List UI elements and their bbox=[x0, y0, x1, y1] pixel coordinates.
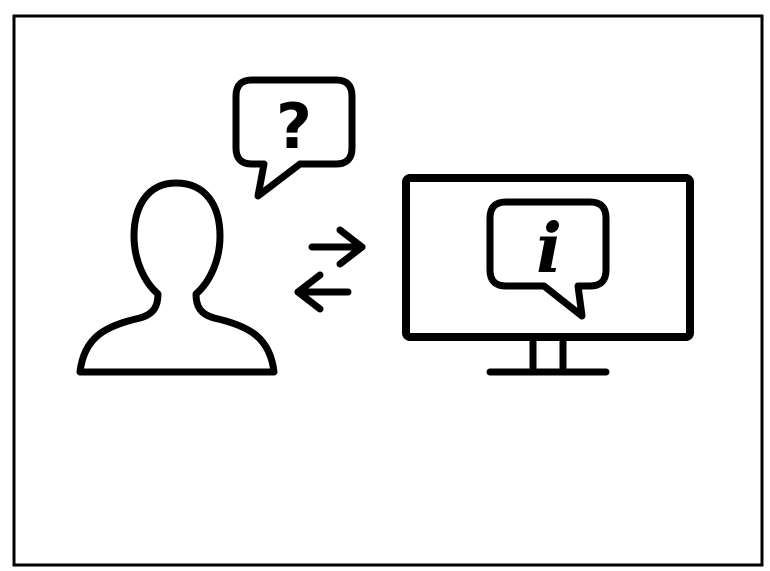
arrow-right-icon bbox=[308, 226, 366, 268]
monitor-screen bbox=[402, 174, 694, 341]
exchange-arrows-icon bbox=[294, 226, 366, 313]
info-speech-bubble-icon: i bbox=[486, 198, 610, 320]
computer-monitor-icon bbox=[402, 174, 694, 376]
info-mark: i bbox=[536, 209, 562, 289]
arrow-left-icon bbox=[294, 271, 352, 313]
diagram-border bbox=[12, 14, 764, 567]
question-speech-bubble-icon: ? bbox=[232, 76, 356, 200]
user-silhouette-icon bbox=[76, 179, 278, 376]
question-mark: ? bbox=[276, 90, 312, 163]
